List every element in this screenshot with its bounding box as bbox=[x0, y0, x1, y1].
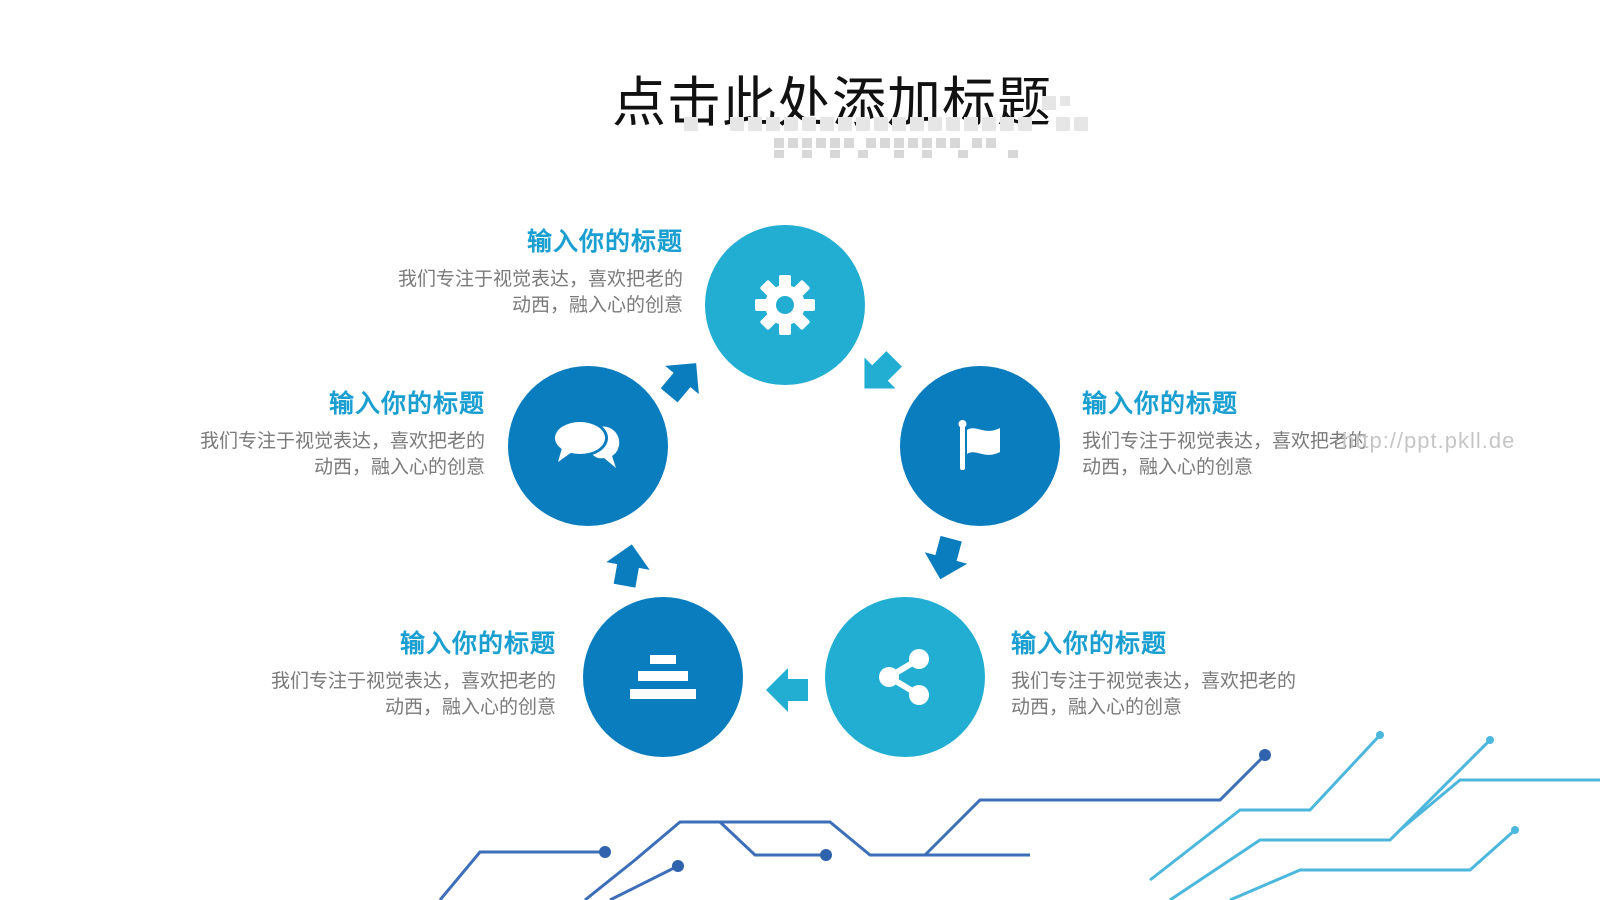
node-heading: 输入你的标题 bbox=[399, 629, 556, 658]
node-description: 我们专注于视觉表达，喜欢把老的 动西，融入心的创意 bbox=[199, 430, 485, 478]
node-heading: 输入你的标题 bbox=[1082, 389, 1239, 418]
arrow-chat-to-gear bbox=[660, 363, 699, 403]
node-heading: 输入你的标题 bbox=[526, 227, 683, 256]
share-icon bbox=[879, 649, 929, 705]
node-label-share: 输入你的标题 我们专注于视觉表达，喜欢把老的 动西，融入心的创意 bbox=[1011, 624, 1431, 720]
flag-icon bbox=[958, 420, 1000, 470]
node-label-flag: 输入你的标题 我们专注于视觉表达，喜欢把老的 动西，融入心的创意 bbox=[1082, 384, 1502, 480]
arrow-share-to-podium bbox=[766, 668, 808, 712]
node-circle-gear bbox=[705, 225, 865, 385]
node-label-podium: 输入你的标题 我们专注于视觉表达，喜欢把老的 动西，融入心的创意 bbox=[136, 624, 556, 720]
node-description: 我们专注于视觉表达，喜欢把老的 动西，融入心的创意 bbox=[397, 268, 683, 316]
arrow-podium-to-chat bbox=[606, 544, 650, 588]
gear-icon bbox=[755, 275, 815, 335]
node-circle-podium bbox=[583, 597, 743, 757]
node-heading: 输入你的标题 bbox=[1011, 629, 1168, 658]
node-description: 我们专注于视觉表达，喜欢把老的 动西，融入心的创意 bbox=[270, 670, 556, 718]
node-circle-share bbox=[825, 597, 985, 757]
podium-icon bbox=[630, 655, 696, 699]
node-description: 我们专注于视觉表达，喜欢把老的 动西，融入心的创意 bbox=[1082, 430, 1368, 478]
node-label-chat: 输入你的标题 我们专注于视觉表达，喜欢把老的 动西，融入心的创意 bbox=[65, 384, 485, 480]
node-circle-flag bbox=[900, 366, 1060, 526]
chat-bubbles-icon bbox=[552, 419, 620, 468]
pixel-pattern-decoration bbox=[684, 96, 1088, 158]
watermark: http://ppt.pkll.de bbox=[1342, 428, 1516, 453]
node-description: 我们专注于视觉表达，喜欢把老的 动西，融入心的创意 bbox=[1011, 670, 1297, 718]
arrow-flag-to-share bbox=[924, 535, 968, 580]
node-heading: 输入你的标题 bbox=[328, 389, 485, 418]
node-circle-chat bbox=[508, 366, 668, 526]
node-label-gear: 输入你的标题 我们专注于视觉表达，喜欢把老的 动西，融入心的创意 bbox=[263, 222, 683, 318]
arrow-gear-to-flag bbox=[864, 351, 902, 389]
